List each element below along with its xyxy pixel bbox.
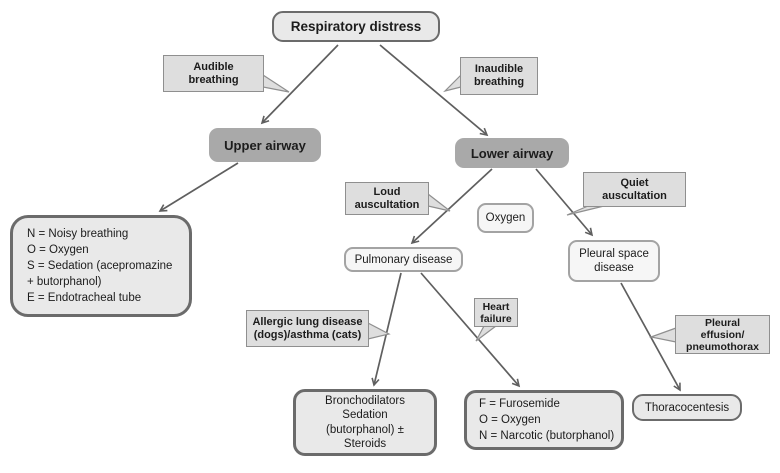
callout-audible-breathing: Audible breathing — [163, 55, 264, 92]
node-label-line: disease — [594, 262, 634, 274]
callout-line: Heart — [482, 300, 510, 313]
arrow-root-to-upper-airway — [260, 44, 339, 125]
callout-line: auscultation — [602, 189, 667, 202]
callout-line: Audible — [193, 60, 234, 73]
protocol-line: N = Narcotic (butorphanol) — [479, 430, 615, 442]
callout-line: breathing — [188, 73, 239, 86]
node-nose-protocol: N = Noisy breathing O = Oxygen S = Sedat… — [10, 215, 192, 317]
arrow-root-to-lower-airway — [379, 44, 489, 137]
callout-tail-heart — [475, 325, 498, 342]
node-respiratory-distress: Respiratory distress — [272, 11, 440, 42]
node-fon-protocol: F = Furosemide O = Oxygen N = Narcotic (… — [464, 390, 624, 450]
callout-line: Pleural — [704, 316, 741, 329]
arrow-lower-airway-to-pleural-space — [535, 168, 594, 237]
node-pulmonary-disease: Pulmonary disease — [344, 247, 463, 272]
protocol-line: O = Oxygen — [479, 414, 541, 426]
protocol-line: S = Sedation (acepromazine — [27, 260, 173, 272]
node-label: Lower airway — [470, 145, 554, 161]
protocol-line: + butorphanol) — [27, 276, 102, 288]
callout-tail-inaudible — [443, 73, 462, 93]
arrow-pulmonary-to-fon — [420, 272, 521, 388]
node-label: Thoracocentesis — [644, 401, 730, 414]
protocol-line: Sedation — [342, 409, 388, 421]
callout-line: Loud — [373, 185, 401, 198]
node-bronchodilators-protocol: Bronchodilators Sedation (butorphanol) ±… — [293, 389, 437, 456]
callout-tail-pleural-effusion — [648, 327, 677, 343]
callout-line: failure — [480, 312, 512, 325]
callout-tail-audible — [262, 73, 290, 93]
node-upper-airway: Upper airway — [209, 128, 321, 162]
node-pleural-space-disease: Pleural space disease — [568, 240, 660, 282]
protocol-line: N = Noisy breathing — [27, 228, 129, 240]
callout-line: breathing — [473, 76, 525, 88]
callout-line: pneumothorax — [686, 340, 759, 353]
arrow-lower-airway-to-pulmonary — [410, 168, 493, 245]
protocol-line: F = Furosemide — [479, 398, 560, 410]
node-label-line: Pleural space — [579, 248, 649, 260]
callout-heart-failure: Heart failure — [474, 298, 518, 327]
node-label: Oxygen — [485, 212, 526, 224]
arrow-pleural-space-to-thoracocentesis — [620, 282, 681, 392]
node-label: Respiratory distress — [290, 19, 422, 34]
callout-line: Quiet — [620, 176, 649, 189]
callout-tail-loud — [427, 192, 451, 212]
arrow-pulmonary-to-bronchodilators — [371, 272, 402, 387]
protocol-line: O = Oxygen — [27, 244, 89, 256]
callout-quiet-auscultation: Quiet auscultation — [583, 172, 686, 207]
protocol-line: Bronchodilators — [325, 394, 405, 407]
callout-line: effusion/ — [700, 328, 745, 341]
node-oxygen: Oxygen — [477, 203, 534, 233]
callout-line: (dogs)/asthma (cats) — [253, 328, 362, 341]
callout-line: auscultation — [354, 198, 420, 211]
protocol-line: E = Endotracheal tube — [27, 292, 142, 304]
callout-line: Inaudible — [474, 63, 524, 75]
protocol-line: (butorphanol) ± — [326, 423, 404, 436]
node-label: Upper airway — [224, 137, 306, 153]
callout-pleural-effusion-pneumothorax: Pleural effusion/ pneumothorax — [675, 315, 770, 354]
callout-line: Allergic lung disease — [252, 315, 363, 328]
node-lower-airway: Lower airway — [455, 138, 569, 168]
protocol-line: Steroids — [343, 438, 387, 450]
callout-inaudible-breathing: Inaudible breathing — [460, 57, 538, 95]
callout-allergic-lung-disease: Allergic lung disease (dogs)/asthma (cat… — [246, 310, 369, 347]
node-label: Pulmonary disease — [354, 253, 453, 266]
node-thoracocentesis: Thoracocentesis — [632, 394, 742, 421]
callout-loud-auscultation: Loud auscultation — [345, 182, 429, 215]
callout-tail-quiet — [566, 205, 605, 216]
arrow-upper-airway-to-nose — [158, 162, 239, 212]
